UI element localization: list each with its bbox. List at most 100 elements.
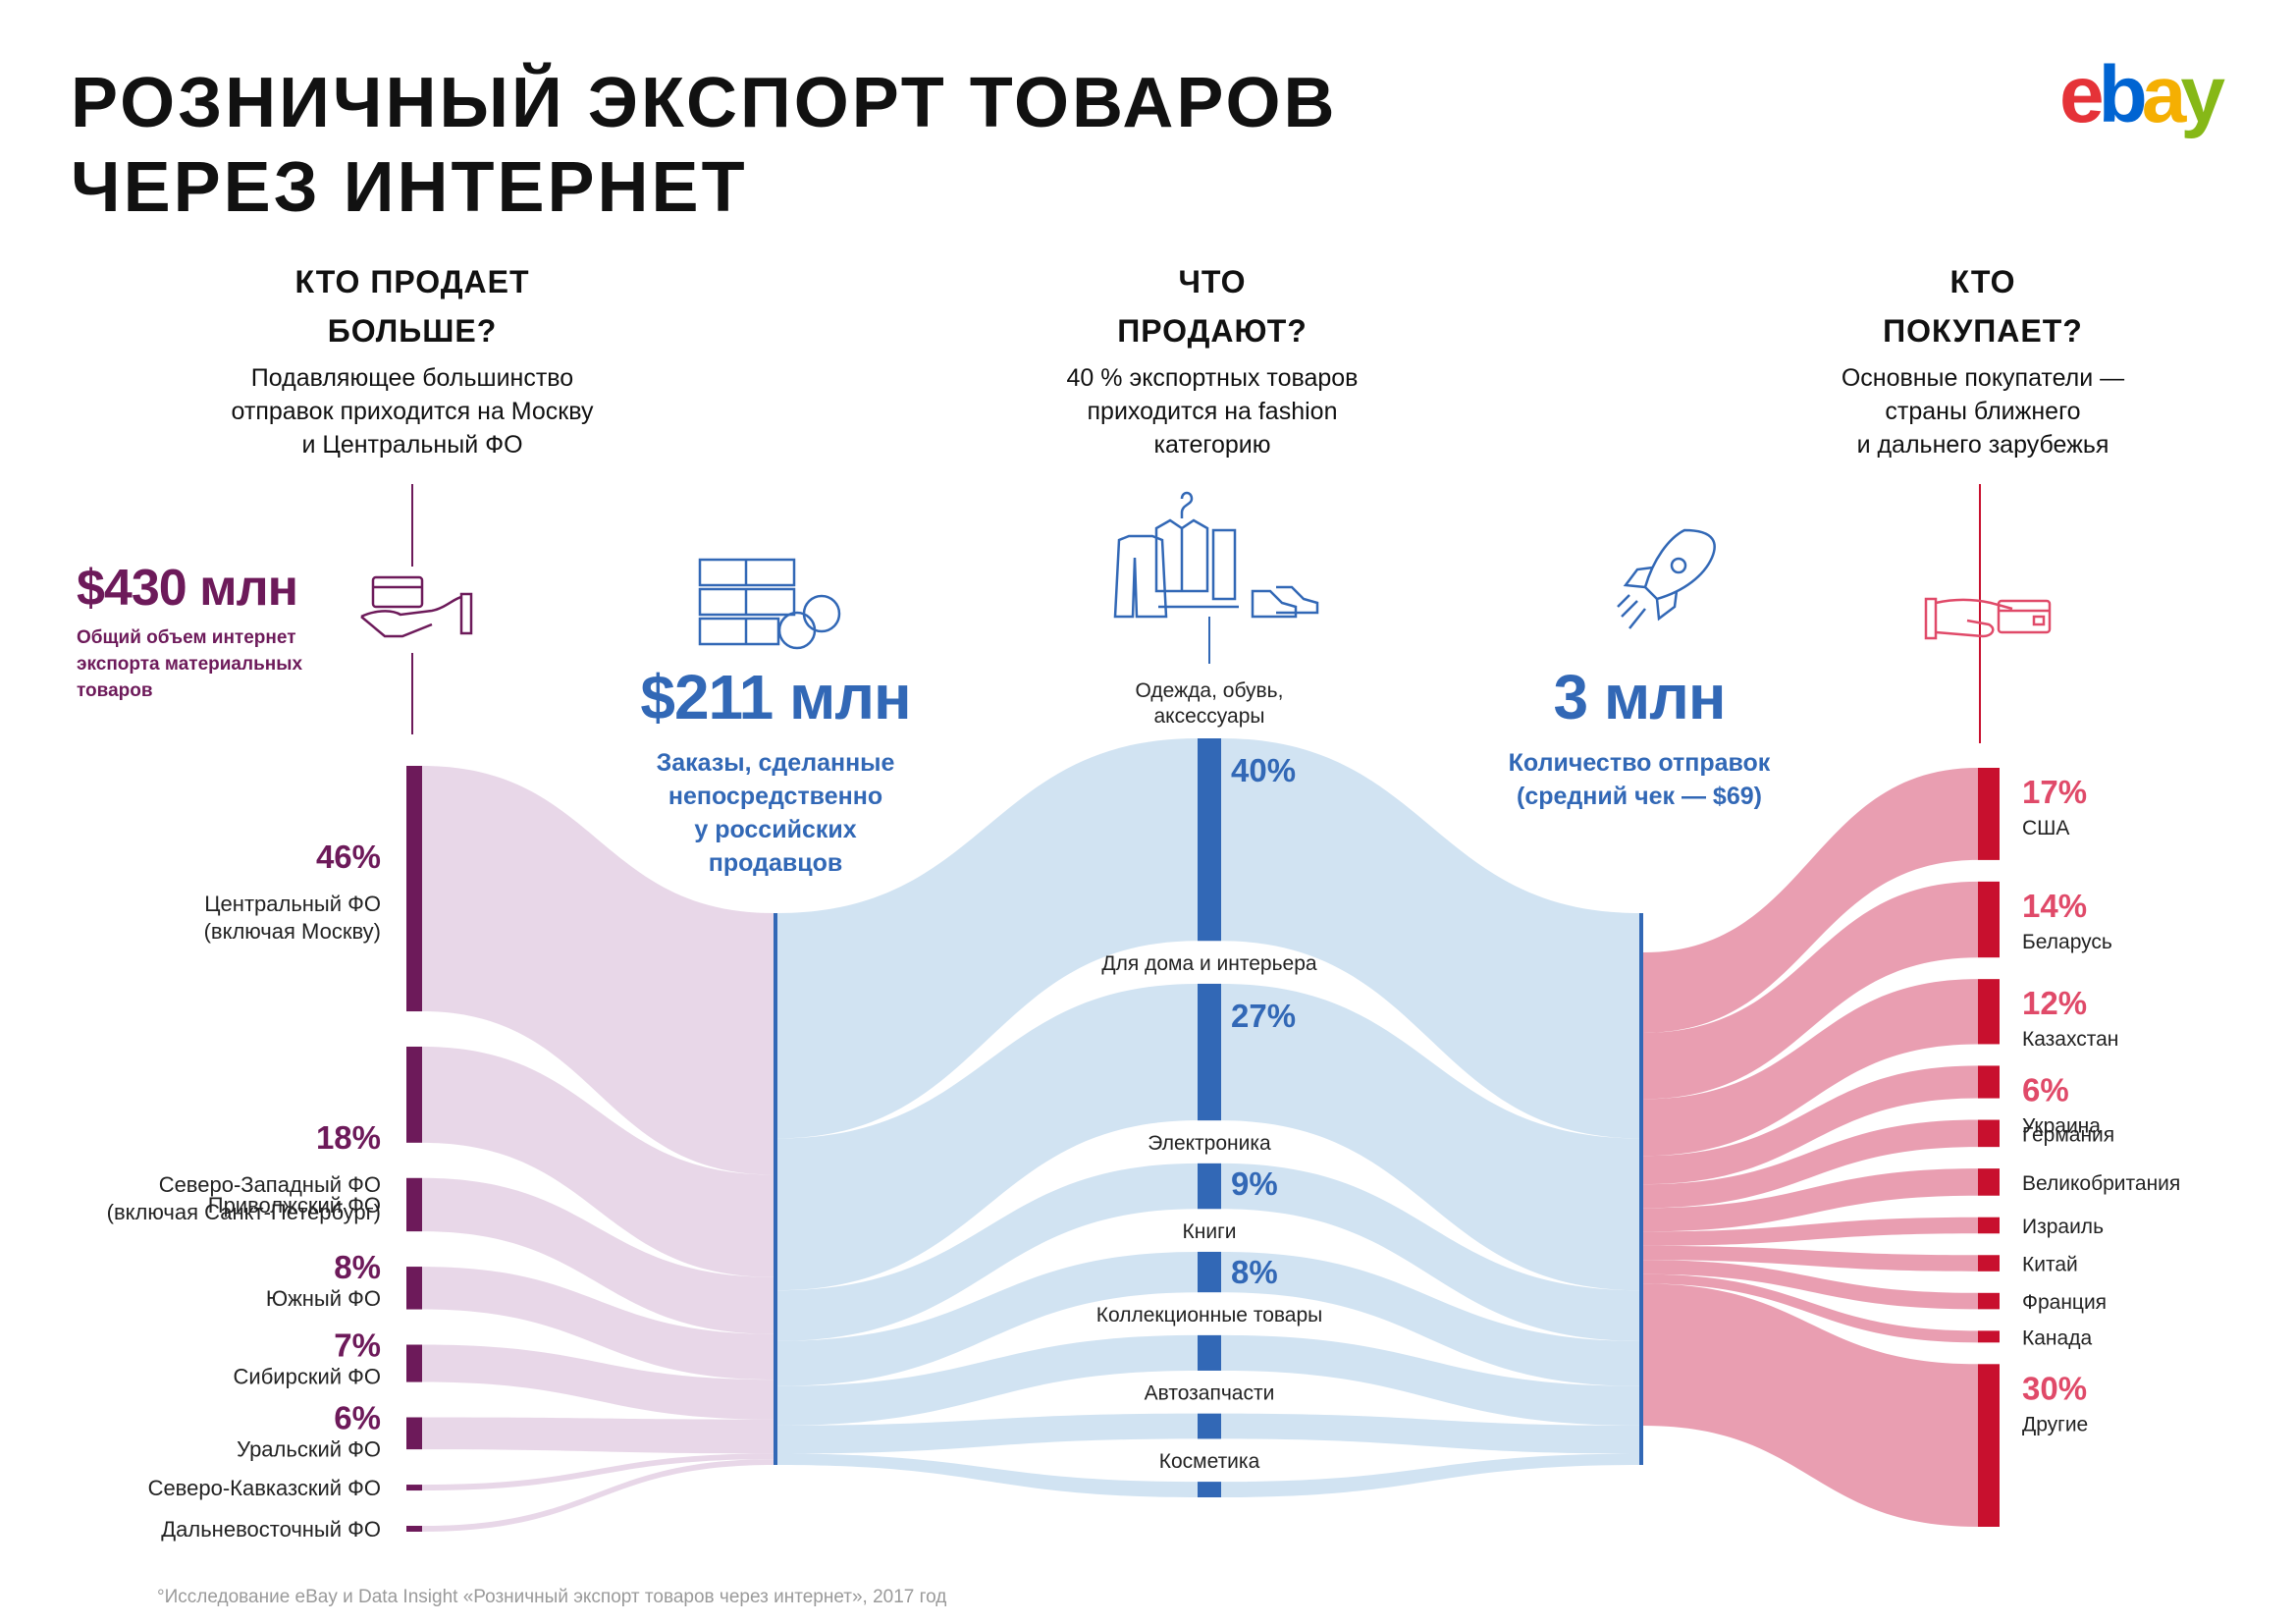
country-flow xyxy=(1643,1217,1978,1246)
country-bar xyxy=(1978,1292,2000,1310)
category-flow-in xyxy=(777,983,1198,1291)
country-label: Казахстан xyxy=(2022,1028,2118,1051)
shipments-caption: Количество отправок (средний чек — $69) xyxy=(1472,746,1806,813)
sellers-header: КТО ПРОДАЕТ БОЛЬШЕ? Подавляющее большинс… xyxy=(137,257,687,461)
category-label-line: Одежда, обувь, xyxy=(1136,679,1284,702)
labels: 46%Центральный ФО(включая Москву)18%Севе… xyxy=(107,679,2181,1542)
country-bar xyxy=(1978,1217,2000,1234)
direct-orders-caption: Заказы, сделанные непосредственно у росс… xyxy=(599,746,952,880)
category-percent: 27% xyxy=(1231,998,1296,1034)
region-bar xyxy=(406,766,422,1012)
region-label: Центральный ФО xyxy=(204,892,381,916)
goods-header: ЧТО ПРОДАЮТ? 40 % экспортных товаров при… xyxy=(937,257,1487,461)
region-bar xyxy=(406,1344,422,1382)
region-flow xyxy=(422,766,774,1175)
country-label: США xyxy=(2022,817,2069,839)
sellers-desc-line: отправок приходится на Москву xyxy=(231,398,594,425)
region-label: Приволжский ФО xyxy=(208,1193,381,1218)
region-flow xyxy=(422,1453,774,1491)
region-bar xyxy=(406,1485,422,1491)
category-label: Косметика xyxy=(1159,1450,1260,1473)
sellers-desc-line: и Центральный ФО xyxy=(301,431,523,459)
buyers-description: Основные покупатели — страны ближнего и … xyxy=(1708,361,2258,461)
category-label: Автозапчасти xyxy=(1145,1382,1275,1405)
country-bar xyxy=(1978,1255,2000,1272)
caption-line: непосредственно xyxy=(667,783,883,810)
region-bar xyxy=(406,1526,422,1532)
country-label: Франция xyxy=(2022,1291,2107,1314)
category-flow-out xyxy=(1221,1251,1639,1386)
title-line-1: РОЗНИЧНЫЙ ЭКСПОРТ ТОВАРОВ xyxy=(71,64,1338,142)
sellers-description: Подавляющее большинство отправок приходи… xyxy=(137,361,687,461)
hand-card-icon xyxy=(360,575,473,638)
category-flow-in xyxy=(777,1413,1198,1454)
sellers-question: КТО ПРОДАЕТ БОЛЬШЕ? xyxy=(137,257,687,355)
region-label: Уральский ФО xyxy=(237,1437,381,1462)
region-flow xyxy=(422,1344,774,1420)
country-label: Канада xyxy=(2022,1326,2092,1349)
category-flow-out xyxy=(1221,738,1639,1139)
goods-question-line: ПРОДАЮТ? xyxy=(1117,313,1308,349)
page-title: РОЗНИЧНЫЙ ЭКСПОРТ ТОВАРОВ ЧЕРЕЗ ИНТЕРНЕТ xyxy=(71,61,1337,230)
category-bar xyxy=(1198,1482,1221,1497)
country-flow xyxy=(1643,1260,1978,1310)
sellers-desc-line: Подавляющее большинство xyxy=(250,364,574,392)
country-flow xyxy=(1643,1168,1978,1232)
category-flow-out xyxy=(1221,1413,1639,1454)
category-bar xyxy=(1198,1413,1221,1439)
caption-line: у российских xyxy=(694,816,857,843)
country-flow xyxy=(1643,768,1978,1033)
buyers-header: КТО ПОКУПАЕТ? Основные покупатели — стра… xyxy=(1708,257,2258,461)
total-export-caption: Общий объем интернет экспорта материальн… xyxy=(77,624,371,704)
country-flow xyxy=(1643,1283,1978,1527)
region-bar xyxy=(406,1046,422,1143)
region-flow xyxy=(422,1046,774,1277)
region-label: Сибирский ФО xyxy=(234,1365,381,1389)
category-bar xyxy=(1198,983,1221,1121)
country-label: Китай xyxy=(2022,1254,2078,1276)
category-flow-in xyxy=(777,1334,1198,1426)
caption-line: продавцов xyxy=(708,849,843,877)
category-flow-out xyxy=(1221,983,1639,1291)
country-label: Беларусь xyxy=(2022,931,2112,953)
country-bar xyxy=(1978,768,2000,860)
category-label: Для дома и интерьера xyxy=(1101,952,1316,975)
country-percent: 17% xyxy=(2022,774,2087,810)
region-percent: 46% xyxy=(316,839,381,875)
category-label: Коллекционные товары xyxy=(1096,1304,1323,1326)
title-line-2: ЧЕРЕЗ ИНТЕРНЕТ xyxy=(71,148,748,227)
buyers-desc-line: страны ближнего xyxy=(1885,398,2081,425)
country-percent: 14% xyxy=(2022,888,2087,924)
region-label: Северо-Западный ФО xyxy=(159,1172,381,1197)
buyers-question-line: КТО xyxy=(1949,264,2016,299)
flows xyxy=(422,738,1978,1532)
region-sublabel: (включая Санкт-Петербург) xyxy=(107,1200,381,1224)
rocket-icon xyxy=(1617,528,1716,629)
ebay-logo: ebay xyxy=(2059,55,2231,139)
category-label-line: аксессуары xyxy=(1154,705,1265,728)
country-flow xyxy=(1643,1119,1978,1209)
country-label: Украина xyxy=(2022,1114,2101,1137)
sellers-question-line: БОЛЬШЕ? xyxy=(327,313,498,349)
country-bar xyxy=(1978,1168,2000,1196)
category-label: Книги xyxy=(1183,1220,1237,1243)
category-flow-in xyxy=(777,1453,1198,1497)
country-label: Другие xyxy=(2022,1413,2088,1435)
direct-orders-value: $211 млн xyxy=(640,662,911,732)
region-flow xyxy=(422,1417,774,1454)
category-flow-out xyxy=(1221,1453,1639,1497)
goods-question: ЧТО ПРОДАЮТ? xyxy=(937,257,1487,355)
category-flow-in xyxy=(777,738,1198,1139)
goods-desc-line: 40 % экспортных товаров xyxy=(1066,364,1359,392)
category-bar xyxy=(1198,1334,1221,1371)
region-flow xyxy=(422,1459,774,1532)
footnote: °Исследование eBay и Data Insight «Розни… xyxy=(157,1587,947,1607)
region-label: Южный ФО xyxy=(266,1286,381,1311)
region-label: Дальневосточный ФО xyxy=(161,1517,381,1542)
category-bar xyxy=(1198,1163,1221,1210)
region-sublabel: (включая Москву) xyxy=(204,919,381,944)
shipments-bar xyxy=(1639,913,1643,1465)
buyers-desc-line: и дальнего зарубежья xyxy=(1856,431,2109,459)
country-flow xyxy=(1643,1065,1978,1185)
